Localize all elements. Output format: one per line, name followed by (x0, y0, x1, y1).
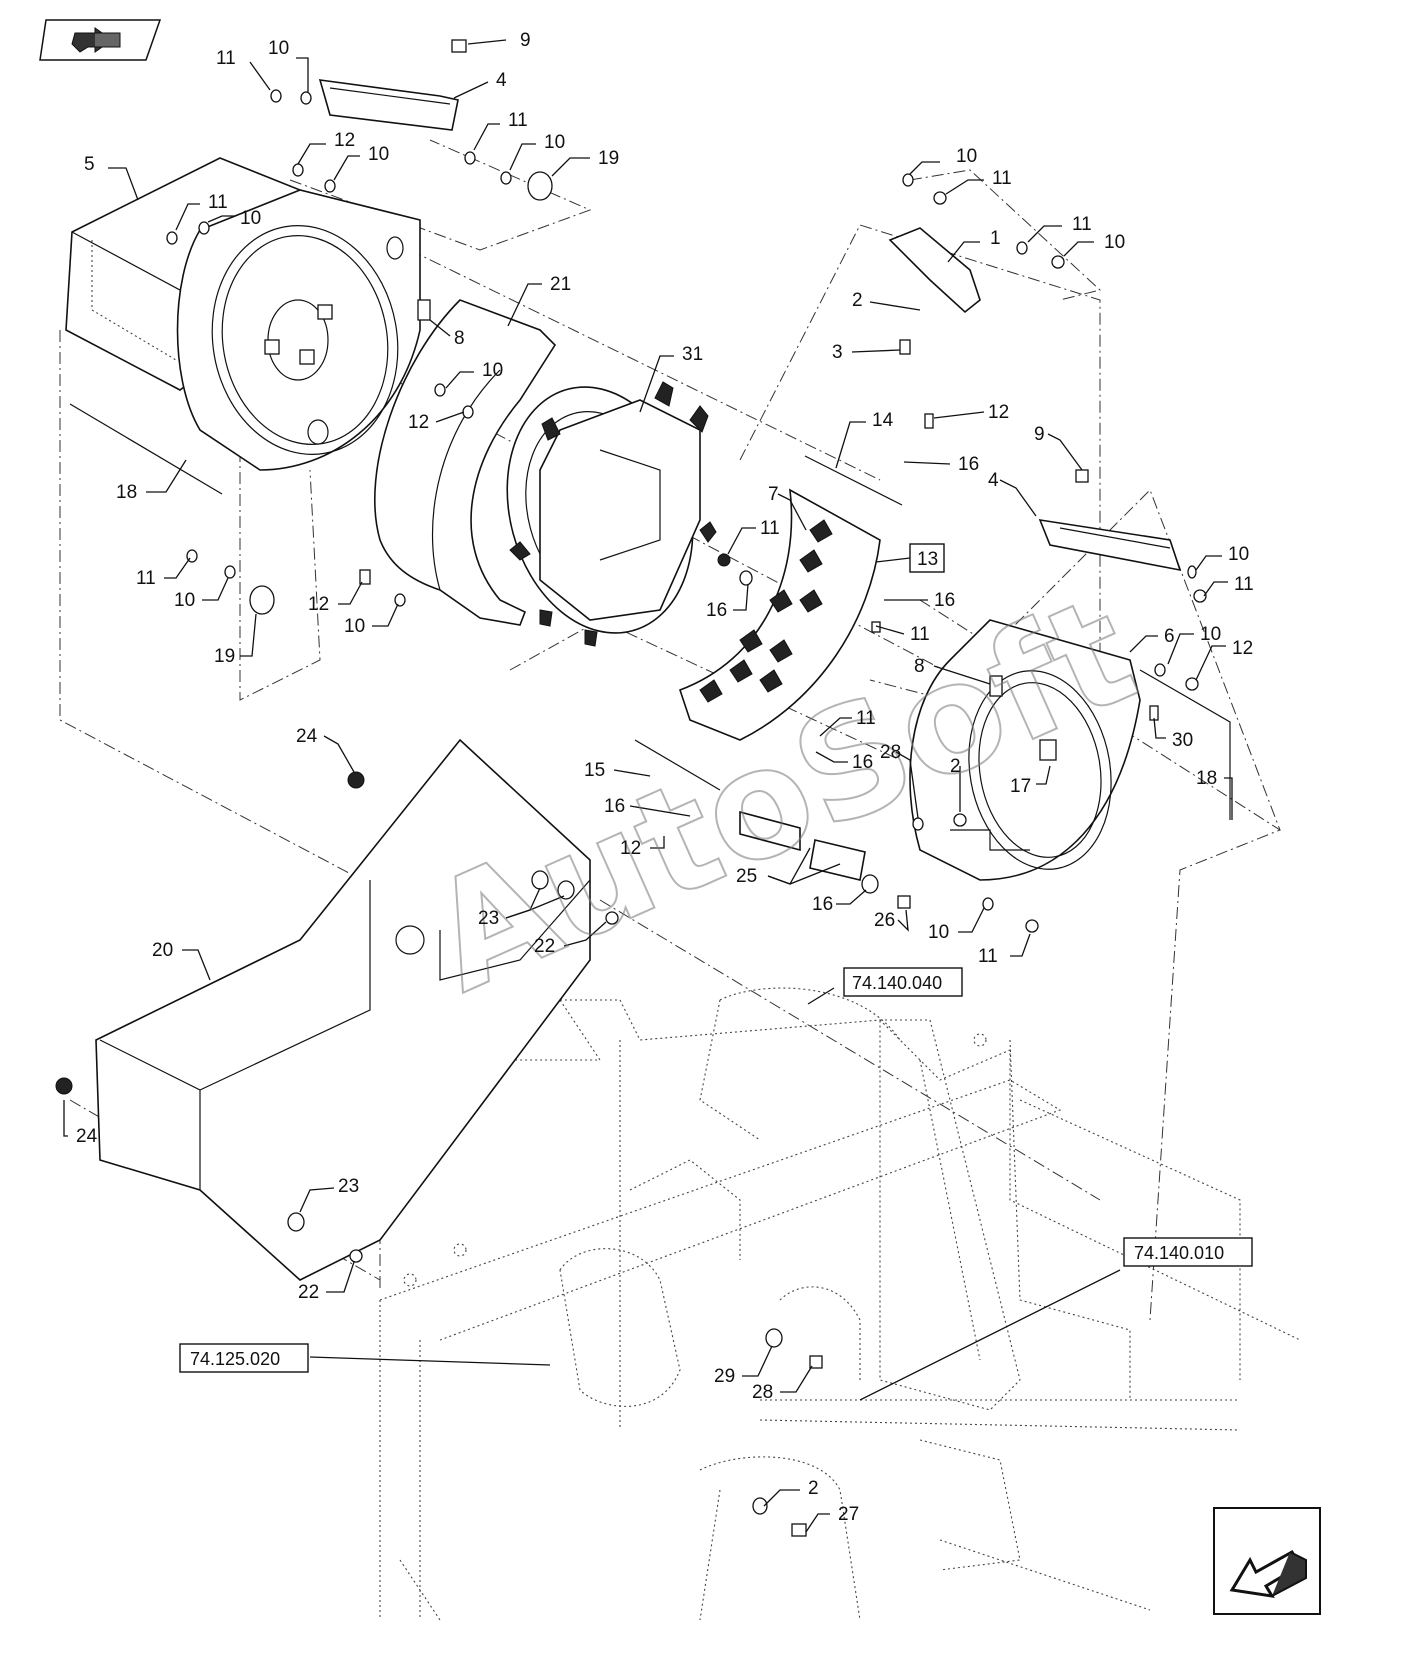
callout: 18 (1196, 768, 1217, 789)
callout: 10 (1200, 624, 1221, 645)
callout: 12 (988, 402, 1009, 423)
bracket-part-1 (888, 227, 981, 314)
callout: 27 (838, 1504, 859, 1525)
leader-lines (63, 39, 1233, 1533)
background-frame-ghost (379, 987, 1301, 1621)
callout: 11 (216, 48, 236, 69)
reference-link-74-140-010[interactable]: 74.140.010 (1123, 1237, 1253, 1267)
callout: 11 (208, 192, 228, 213)
callout: 10 (544, 132, 565, 153)
callout: 6 (1164, 626, 1175, 647)
curved-shroud-part-21 (373, 299, 557, 626)
reference-link-74-140-040[interactable]: 74.140.040 (843, 967, 963, 997)
callout: 10 (174, 590, 195, 611)
hardware (55, 39, 1207, 1537)
callout: 5 (84, 154, 95, 175)
callout: 19 (214, 646, 235, 667)
callout: 22 (298, 1282, 319, 1303)
previous-page-arrow-icon[interactable] (39, 19, 162, 61)
callout: 16 (852, 752, 873, 773)
callout-labels: 11 10 9 4 5 12 10 11 10 19 11 10 10 11 1… (76, 30, 1254, 1525)
callout: 11 (136, 568, 156, 589)
callout: 10 (482, 360, 503, 381)
callout: 10 (1228, 544, 1249, 565)
reference-label: 74.140.040 (852, 973, 942, 993)
callout: 23 (478, 908, 499, 929)
callout: 29 (714, 1366, 735, 1387)
callout: 12 (334, 130, 355, 151)
callout: 8 (914, 656, 925, 677)
callout: 11 (760, 518, 780, 539)
tooth-plate-part-7 (678, 488, 881, 741)
callout: 11 (1072, 214, 1092, 235)
callout: 17 (1010, 776, 1031, 797)
callout: 10 (928, 922, 949, 943)
callout: 11 (856, 708, 876, 729)
callout: 23 (338, 1176, 359, 1197)
callout: 10 (344, 616, 365, 637)
callout: 11 (978, 946, 998, 967)
callout: 10 (1104, 232, 1125, 253)
callout: 4 (988, 470, 999, 491)
callout: 25 (736, 866, 757, 887)
callout: 24 (76, 1126, 98, 1147)
callout: 9 (520, 30, 531, 51)
reference-label: 74.125.020 (190, 1349, 280, 1369)
callout: 22 (534, 936, 555, 957)
callout: 11 (1234, 574, 1254, 595)
callout: 11 (508, 110, 528, 131)
callout: 2 (852, 290, 863, 311)
callout: 26 (874, 910, 895, 931)
callout: 20 (152, 940, 173, 961)
callout: 13 (917, 549, 938, 570)
callout: 4 (496, 70, 507, 91)
callout: 1 (990, 228, 1001, 249)
callout: 31 (682, 344, 703, 365)
callout: 18 (116, 482, 137, 503)
callout: 15 (584, 760, 605, 781)
callout: 7 (768, 484, 779, 505)
callout: 24 (296, 726, 318, 747)
callout: 11 (992, 168, 1012, 189)
callout: 16 (934, 590, 955, 611)
callout: 30 (1172, 730, 1193, 751)
callout: 3 (832, 342, 843, 363)
callout: 2 (808, 1478, 819, 1499)
shield-part-4-top (318, 79, 459, 131)
callout: 11 (910, 624, 930, 645)
callout: 16 (604, 796, 625, 817)
callout: 9 (1034, 424, 1045, 445)
callout: 21 (550, 274, 571, 295)
shield-part-4-right (1038, 518, 1182, 572)
callout: 16 (812, 894, 833, 915)
back-plate (176, 189, 421, 471)
callout: 2 (950, 756, 961, 777)
callout: 14 (872, 410, 894, 431)
callout: 28 (880, 742, 901, 763)
callout: 10 (240, 208, 261, 229)
callout: 16 (706, 600, 727, 621)
callout: 10 (956, 146, 977, 167)
rotor-part-31 (506, 381, 717, 647)
reference-link-74-125-020[interactable]: 74.125.020 (179, 1343, 309, 1373)
callout: 10 (268, 38, 289, 59)
callout: 28 (752, 1382, 773, 1403)
callout: 8 (454, 328, 465, 349)
callout: 16 (958, 454, 979, 475)
callout: 19 (598, 148, 619, 169)
callout: 12 (408, 412, 429, 433)
callout: 12 (620, 838, 641, 859)
reference-label: 74.140.010 (1134, 1243, 1224, 1263)
callout: 12 (1232, 638, 1253, 659)
callout: 12 (308, 594, 329, 615)
boxed-callout-13: 13 (875, 543, 945, 573)
rods (69, 403, 1231, 820)
callout: 10 (368, 144, 389, 165)
front-plate-part-6 (909, 619, 1141, 881)
next-page-arrow-icon[interactable] (1213, 1507, 1321, 1615)
lower-cover-part-20 (95, 738, 591, 1281)
